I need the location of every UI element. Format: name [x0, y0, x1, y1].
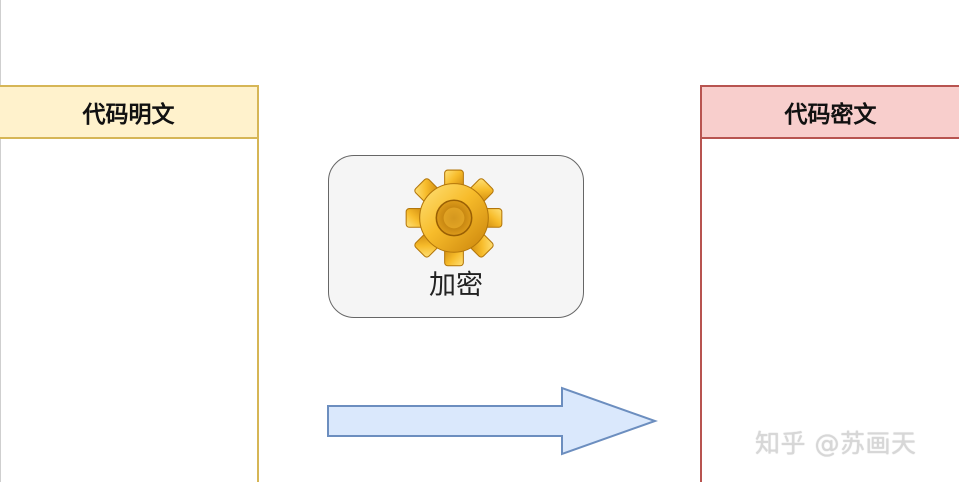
ciphertext-lane-title: 代码密文	[784, 102, 877, 128]
gear-icon	[405, 169, 503, 267]
plaintext-lane-header: 代码明文	[0, 87, 257, 139]
plaintext-swimlane: 代码明文	[0, 85, 259, 482]
ciphertext-lane-header: 代码密文	[702, 87, 959, 139]
plaintext-lane-title: 代码明文	[82, 102, 175, 128]
zhihu-watermark: 知乎 @苏画天	[755, 429, 917, 458]
flow-arrow-right	[327, 386, 658, 456]
canvas-left-border	[0, 0, 1, 482]
ciphertext-swimlane: 代码密文	[700, 85, 959, 482]
encrypt-process-label: 加密	[429, 270, 483, 301]
